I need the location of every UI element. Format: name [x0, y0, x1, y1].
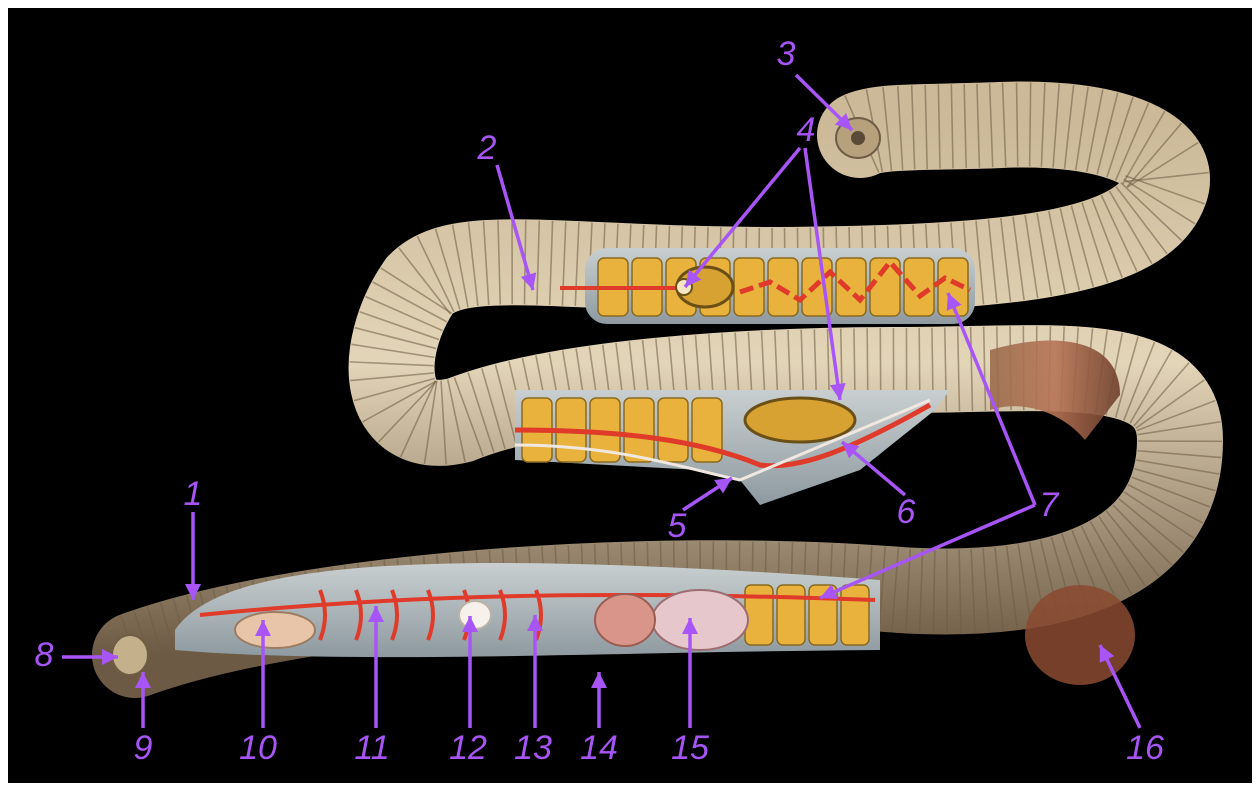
callout-4: 4 — [797, 113, 816, 147]
nephridium-chamber — [836, 258, 866, 316]
nephridium-chamber — [841, 585, 869, 645]
tail-clitellum — [1025, 585, 1135, 685]
callout-5: 5 — [668, 509, 687, 543]
callout-1: 1 — [184, 477, 203, 511]
nephridium-chamber — [904, 258, 934, 316]
dissection-upper — [560, 248, 975, 324]
callout-7: 7 — [1040, 488, 1059, 522]
nephridium-chamber — [745, 585, 773, 645]
callout-14: 14 — [580, 731, 618, 765]
callout-11: 11 — [354, 731, 389, 765]
callout-2: 2 — [478, 131, 497, 165]
callout-8: 8 — [35, 638, 54, 672]
nephridium-chamber — [658, 398, 688, 462]
crop — [652, 590, 748, 650]
callout-10: 10 — [239, 731, 277, 765]
callout-12: 12 — [449, 731, 487, 765]
callout-15: 15 — [671, 731, 709, 765]
callout-3: 3 — [777, 37, 796, 71]
nephridium-chamber — [624, 398, 654, 462]
pharynx — [235, 612, 315, 648]
segment-ring — [1030, 83, 1031, 167]
callout-9: 9 — [134, 731, 153, 765]
nephridium-chamber — [777, 585, 805, 645]
ganglion-middle — [745, 398, 855, 442]
callout-13: 13 — [514, 731, 552, 765]
gizzard — [595, 594, 655, 646]
callout-6: 6 — [897, 495, 916, 529]
seminal-vesicle — [459, 601, 491, 629]
prostomium — [112, 635, 148, 675]
callout-16: 16 — [1126, 731, 1164, 765]
